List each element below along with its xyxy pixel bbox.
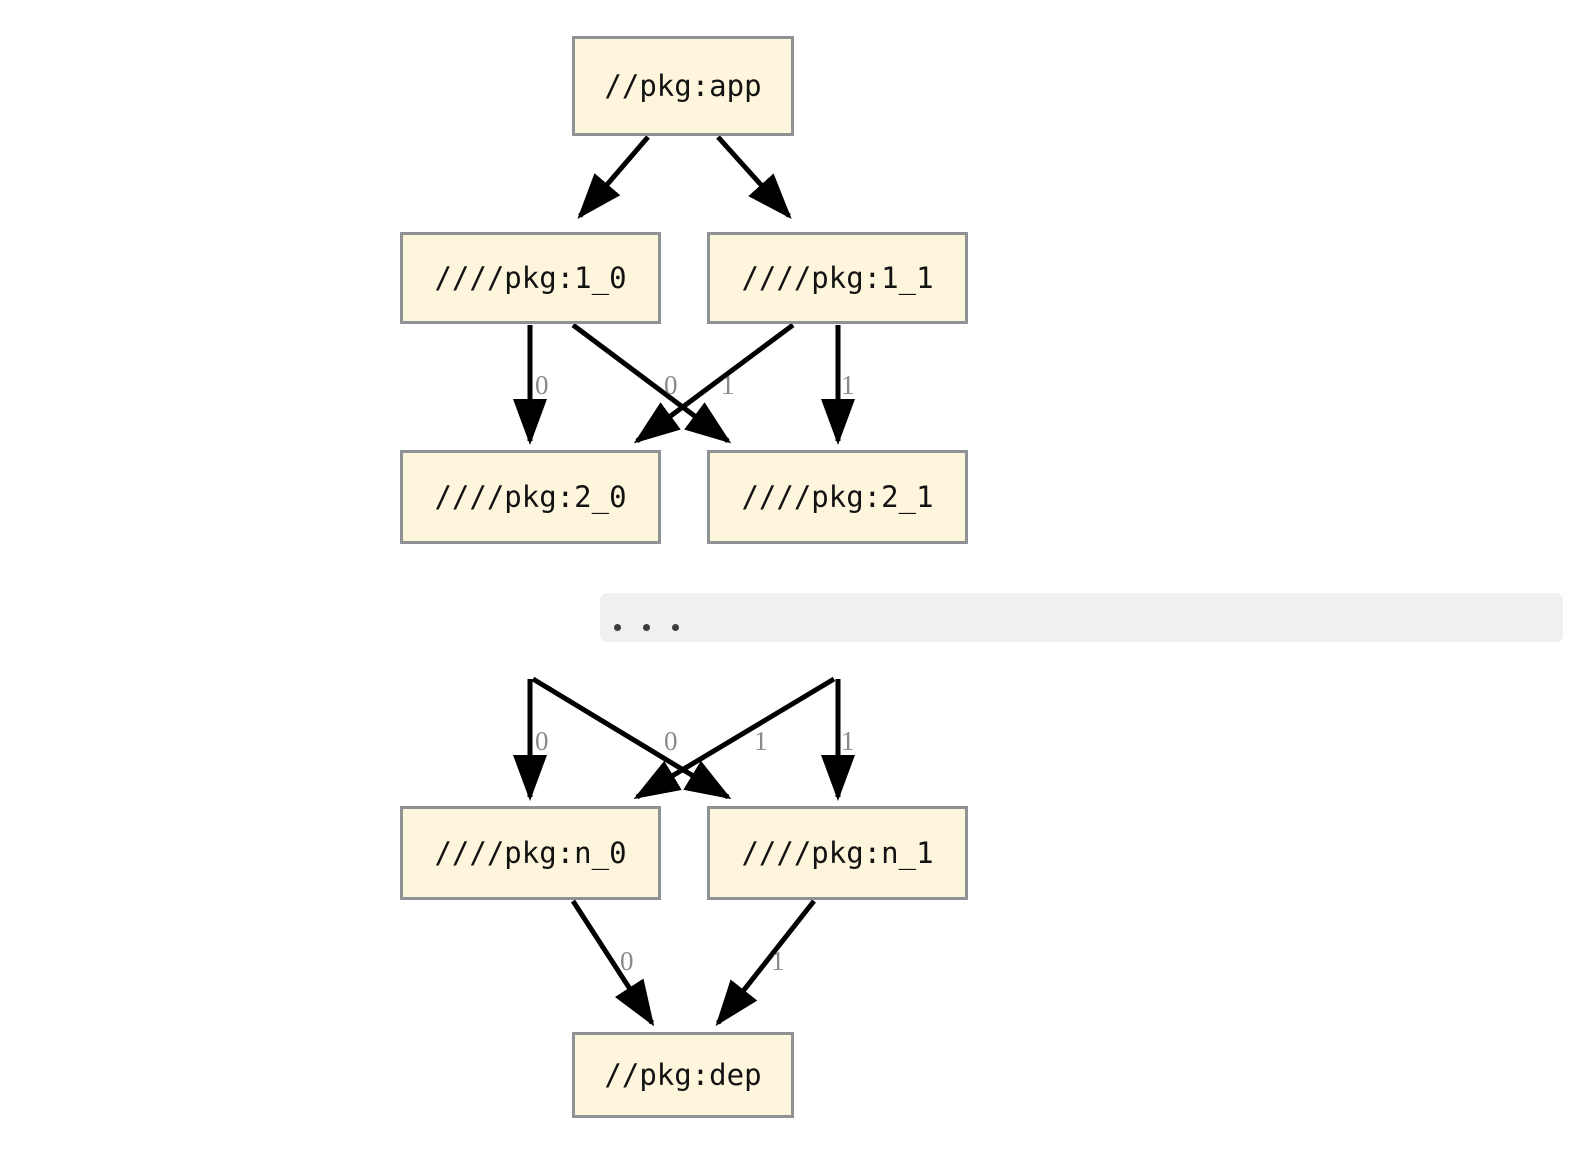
edge-label-n_0-to-dep: 0 (620, 946, 634, 976)
edge-label-dangling-left-to-n_0: 0 (535, 726, 549, 756)
node-2_1[interactable]: ////pkg:2_1 (707, 450, 968, 544)
edge-1_0-to-2_1 (571, 322, 732, 444)
node-label: ////pkg:1_0 (434, 260, 627, 295)
node-2_0[interactable]: ////pkg:2_0 (400, 450, 661, 544)
node-label: ////pkg:n_1 (741, 835, 934, 870)
node-n_1[interactable]: ////pkg:n_1 (707, 806, 968, 900)
edge-label-1_0-to-2_1: 0 (664, 370, 678, 400)
node-1_0[interactable]: ////pkg:1_0 (400, 232, 661, 324)
node-label: ////pkg:2_1 (741, 479, 934, 514)
edge-label-dangling-right-to-n_0: 1 (754, 726, 768, 756)
node-label: ////pkg:2_0 (434, 479, 627, 514)
edge-dangling-left-to-n_1 (531, 676, 732, 800)
node-label: ////pkg:1_1 (741, 260, 934, 295)
ellipsis-dot-icon (614, 624, 621, 631)
edge-label-n_1-to-dep: 1 (771, 946, 785, 976)
node-label: //pkg:app (604, 68, 762, 103)
edge-label-1_1-to-2_0: 1 (721, 370, 735, 400)
edge-app-to-1_0 (577, 135, 650, 220)
edge-label-dangling-left-to-n_1: 0 (664, 726, 678, 756)
edge-app-to-1_1 (716, 135, 792, 219)
edge-1_1-to-2_0 (633, 322, 795, 444)
edge-label-1_1-to-2_1: 1 (841, 370, 855, 400)
edge-n_0-to-dep (570, 899, 655, 1027)
node-label: //pkg:dep (604, 1057, 762, 1092)
node-app[interactable]: //pkg:app (572, 36, 794, 136)
node-label: ////pkg:n_0 (434, 835, 627, 870)
edge-dangling-right-to-n_0 (633, 676, 836, 800)
ellipsis-dot-icon (672, 624, 679, 631)
node-n_0[interactable]: ////pkg:n_0 (400, 806, 661, 900)
edge-label-dangling-right-to-n_1: 1 (841, 726, 855, 756)
ellipsis-separator (600, 593, 1563, 642)
ellipsis-dots (600, 624, 679, 642)
edge-n_1-to-dep (715, 899, 816, 1027)
ellipsis-dot-icon (643, 624, 650, 631)
node-dep[interactable]: //pkg:dep (572, 1032, 794, 1118)
edge-label-1_0-to-2_0: 0 (535, 370, 549, 400)
node-1_1[interactable]: ////pkg:1_1 (707, 232, 968, 324)
